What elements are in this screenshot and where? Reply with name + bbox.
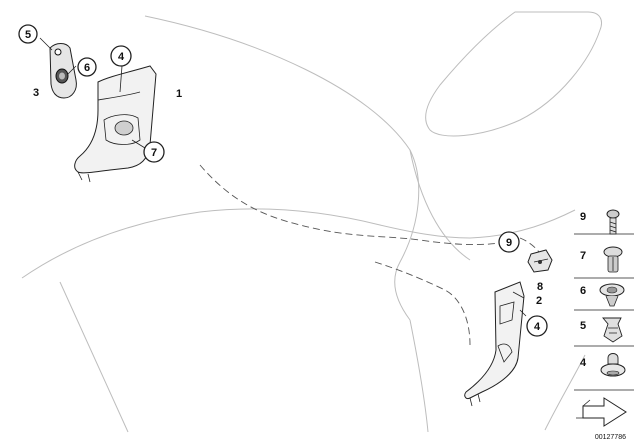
- callout-8: 8: [537, 281, 543, 293]
- svg-text:4: 4: [118, 51, 125, 63]
- svg-text:5: 5: [25, 29, 31, 41]
- svg-text:9: 9: [506, 237, 512, 249]
- expanding-rivet-icon: [603, 246, 623, 273]
- svg-text:4: 4: [580, 357, 587, 369]
- svg-text:7: 7: [151, 147, 157, 159]
- legend-row-7: 7: [580, 246, 623, 273]
- callout-1: 1: [176, 88, 182, 100]
- legend-row-4: 4: [580, 353, 626, 377]
- diagram-id: 00127786: [595, 434, 626, 441]
- vehicle-body-outline: [21, 11, 602, 433]
- callout-7: 7: [143, 141, 165, 163]
- legend-row-6: 6: [580, 283, 625, 307]
- callout-3: 3: [33, 87, 39, 99]
- clip-nut-icon: [602, 317, 623, 343]
- legend-row-9: 9: [580, 209, 620, 235]
- callout-2: 2: [536, 295, 542, 307]
- svg-text:6: 6: [84, 62, 90, 74]
- push-clip-icon: [600, 353, 626, 377]
- svg-text:9: 9: [580, 211, 586, 223]
- fastener-legend: 9 7 6 5: [574, 209, 634, 441]
- svg-text:5: 5: [580, 320, 586, 332]
- arrow-symbol-icon: [576, 397, 627, 427]
- svg-text:4: 4: [534, 321, 541, 333]
- a-pillar-trim-part-1: [74, 65, 157, 183]
- svg-text:6: 6: [580, 285, 586, 297]
- installation-guide-lines: [199, 164, 546, 346]
- callout-4-upper: 4: [110, 45, 132, 67]
- bracket-part-3: [39, 37, 77, 99]
- callout-9: 9: [498, 231, 520, 253]
- screw-icon: [606, 209, 620, 235]
- spreader-rivet-icon: [599, 283, 625, 307]
- b-pillar-trim-part-2: [464, 281, 527, 407]
- callout-6: 6: [77, 57, 97, 77]
- clip-part-8: [527, 249, 553, 273]
- callout-5: 5: [18, 24, 38, 44]
- svg-text:7: 7: [580, 250, 586, 262]
- legend-row-5: 5: [580, 317, 623, 343]
- callout-4-lower: 4: [526, 315, 548, 337]
